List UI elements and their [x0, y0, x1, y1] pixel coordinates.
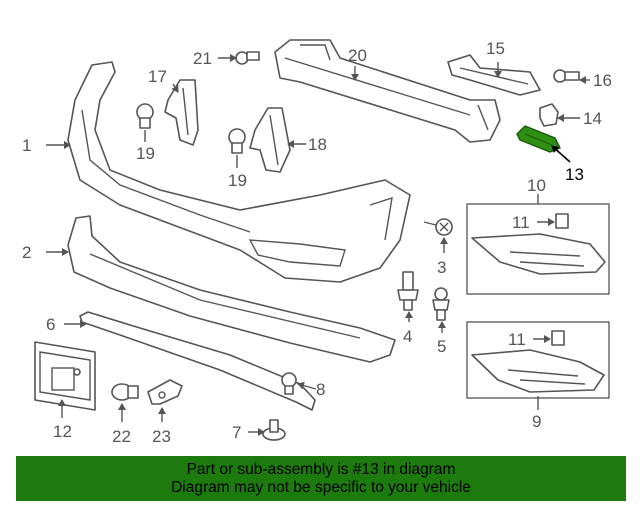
part-19-clip-a[interactable] [136, 103, 154, 129]
part-15-bracket[interactable] [447, 54, 541, 96]
part-12-plate-bracket[interactable] [34, 341, 96, 411]
callout-19-a: 19 [136, 144, 155, 163]
callout-18: 18 [308, 135, 327, 154]
callout-7: 7 [232, 423, 241, 442]
callout-14: 14 [583, 109, 602, 128]
part-23-bracket[interactable] [147, 379, 183, 405]
callout-12: 12 [53, 422, 72, 441]
callout-11-lower: 11 [508, 330, 526, 349]
part-4-fastener[interactable] [397, 271, 419, 311]
part-16-bolt[interactable] [553, 69, 580, 83]
part-7-push-clip[interactable] [262, 419, 286, 441]
banner-line-2: Diagram may not be specific to your vehi… [171, 479, 471, 496]
part-10-group-box[interactable] [466, 203, 610, 295]
callout-2: 2 [22, 243, 31, 262]
part-19-clip-b[interactable] [228, 128, 246, 154]
part-8-clip[interactable] [281, 372, 297, 395]
callout-5: 5 [437, 337, 446, 356]
callout-17: 17 [148, 67, 167, 86]
callout-labels: 1 2 3 4 5 6 7 8 9 10 11 11 12 13 14 15 1… [22, 39, 612, 446]
callout-1: 1 [22, 136, 31, 155]
part-20-bumper-beam[interactable] [274, 39, 501, 143]
part-17-bracket[interactable] [164, 79, 199, 146]
part-22-sensor[interactable] [111, 383, 139, 401]
callout-leaders [46, 54, 590, 436]
callout-3: 3 [437, 258, 446, 277]
callout-16: 16 [593, 71, 612, 90]
callout-19-b: 19 [228, 171, 247, 190]
part-2-lower-cover[interactable] [67, 215, 396, 363]
callout-13-highlighted: 13 [565, 165, 584, 184]
part-1-bumper-cover[interactable] [67, 61, 411, 283]
part-13-highlighted[interactable] [516, 125, 561, 153]
part-18-bracket[interactable] [249, 107, 291, 173]
callout-20: 20 [348, 46, 367, 65]
part-14-clip[interactable] [539, 103, 559, 127]
part-5-fastener[interactable] [432, 287, 450, 321]
callout-4: 4 [403, 327, 412, 346]
part-6-molding[interactable] [79, 311, 316, 411]
part-notice-banner: Part or sub-assembly is #13 in diagram D… [16, 456, 626, 501]
part-21-bolt[interactable] [235, 51, 260, 65]
callout-10: 10 [527, 176, 546, 195]
banner-line-1: Part or sub-assembly is #13 in diagram [186, 461, 456, 478]
callout-23: 23 [152, 427, 171, 446]
part-9-group-box[interactable] [466, 321, 610, 399]
part-11-clip-upper[interactable] [555, 213, 569, 229]
callout-9: 9 [532, 412, 541, 431]
callout-22: 22 [112, 427, 131, 446]
callout-11-upper: 11 [512, 213, 530, 232]
part-11-clip-lower[interactable] [551, 330, 565, 346]
callout-6: 6 [46, 315, 55, 334]
callout-8: 8 [316, 380, 325, 399]
callout-21: 21 [193, 49, 212, 68]
callout-15: 15 [486, 39, 505, 58]
part-3-screw[interactable] [423, 218, 453, 236]
